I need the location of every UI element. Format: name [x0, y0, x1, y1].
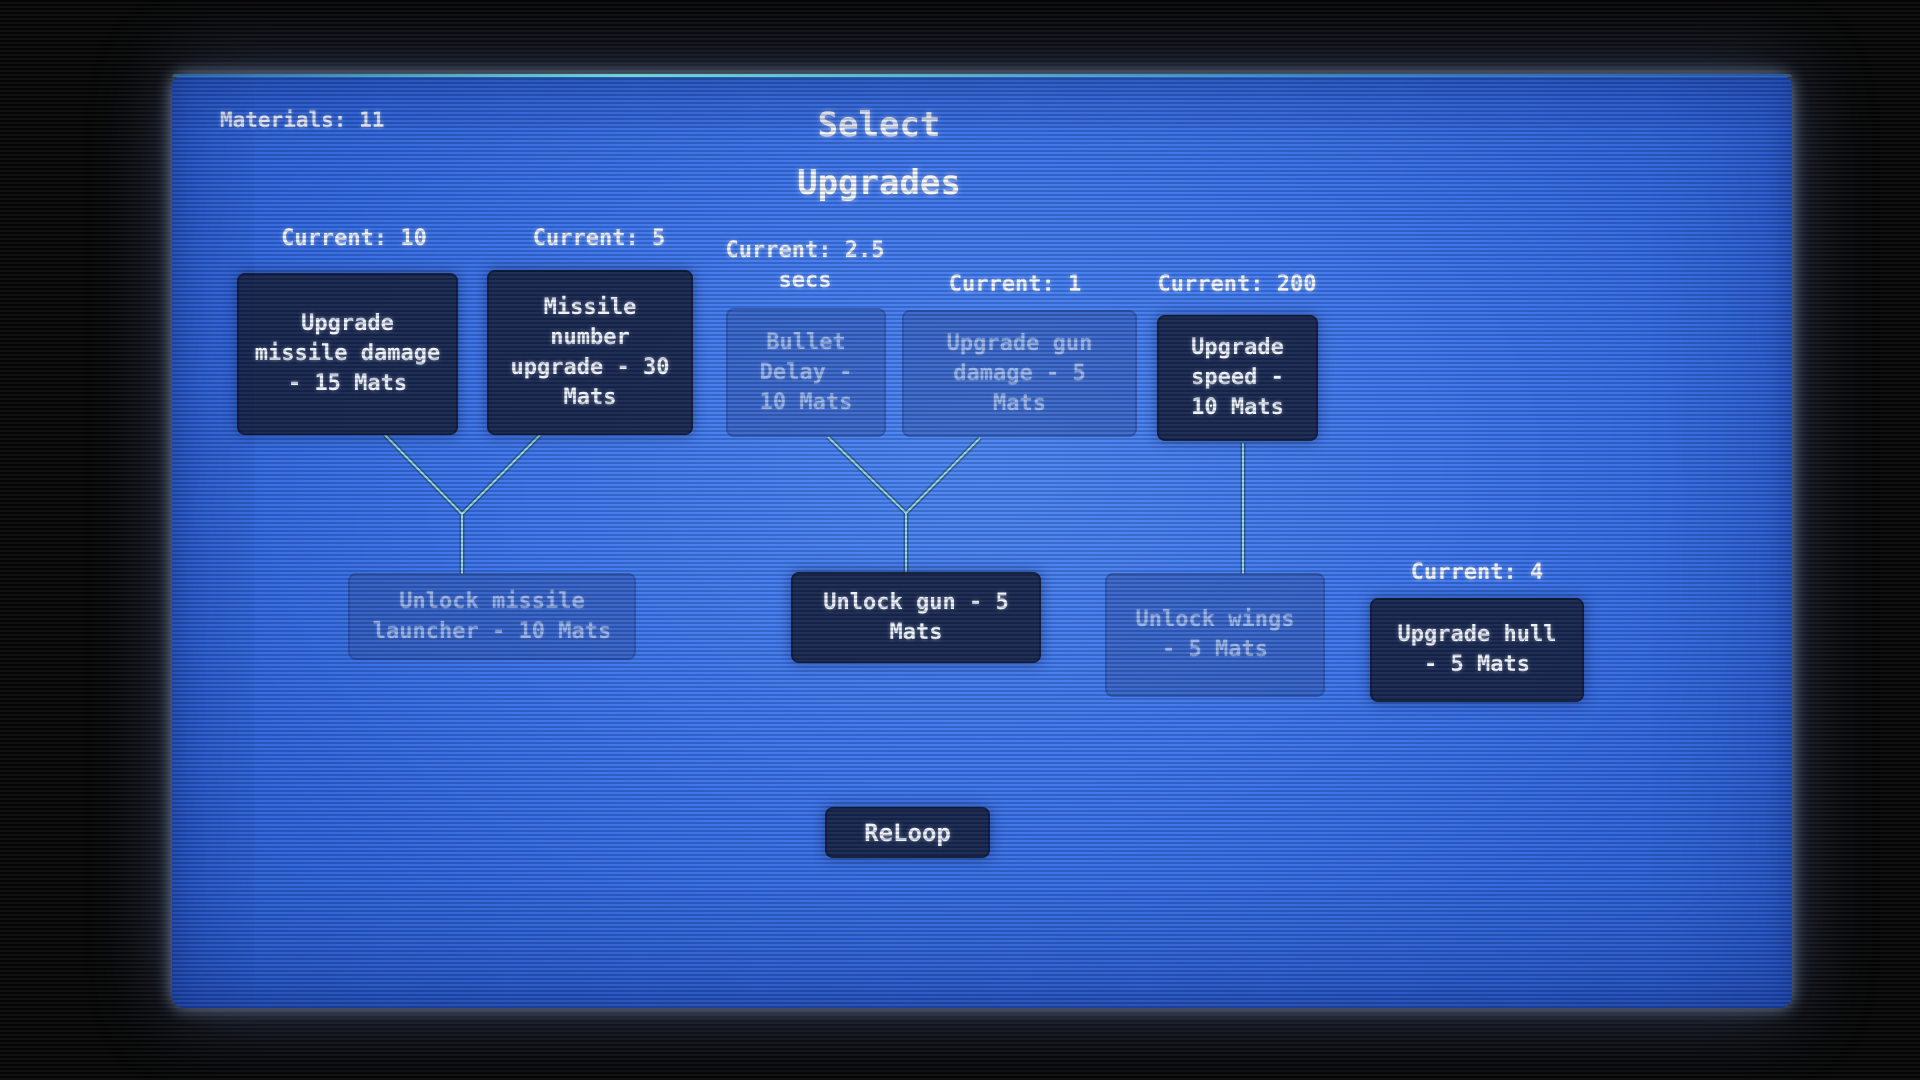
current-value-gun-damage: Current: 1	[948, 272, 1082, 297]
missile-number-upgrade-button[interactable]: Missile number upgrade - 30 Mats	[487, 270, 693, 435]
current-value-bullet-delay: Current: 2.5 secs	[725, 238, 885, 293]
upgrade-gun-damage-button[interactable]: Upgrade gun damage - 5 Mats	[902, 310, 1137, 437]
connector-shadow-lines	[383, 433, 1246, 574]
unlock-missile-launcher-button[interactable]: Unlock missile launcher - 10 Mats	[348, 573, 636, 660]
unlock-wings-button[interactable]: Unlock wings - 5 Mats	[1105, 573, 1325, 697]
current-value-speed: Current: 200	[1157, 272, 1317, 297]
materials-counter: Materials: 11	[220, 108, 385, 132]
current-value-hull: Current: 4	[1410, 560, 1544, 585]
reloop-button[interactable]: ReLoop	[825, 807, 990, 858]
current-value-missile-damage: Current: 10	[281, 226, 427, 251]
current-value-missile-number: Current: 5	[532, 226, 666, 251]
connector-lines	[384, 434, 1244, 574]
bullet-delay-upgrade-button[interactable]: Bullet Delay - 10 Mats	[726, 308, 886, 437]
upgrade-speed-button[interactable]: Upgrade speed - 10 Mats	[1157, 315, 1318, 441]
upgrade-tree-connectors	[383, 433, 1246, 574]
page-title: Select Upgrades	[797, 105, 961, 203]
unlock-gun-button[interactable]: Unlock gun - 5 Mats	[791, 572, 1041, 663]
upgrade-hull-button[interactable]: Upgrade hull - 5 Mats	[1370, 598, 1584, 702]
upgrade-screen: Materials: 11 Select Upgrades Current: 1…	[172, 74, 1792, 1008]
upgrade-missile-damage-button[interactable]: Upgrade missile damage - 15 Mats	[237, 273, 458, 435]
